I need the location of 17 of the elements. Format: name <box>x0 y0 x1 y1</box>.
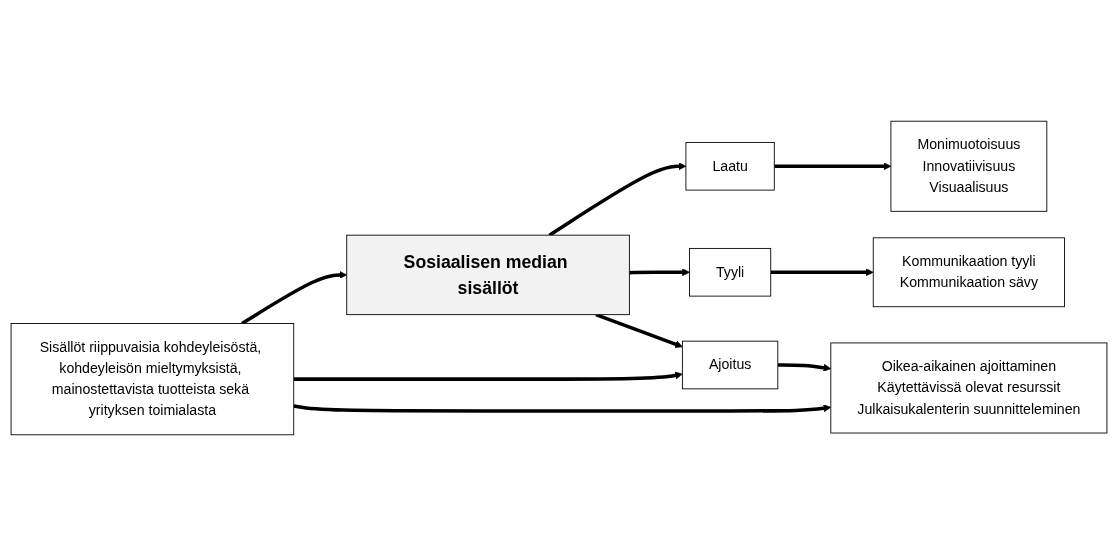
node-box: Sosiaalisen median sisällöt <box>346 234 630 316</box>
arrow <box>774 162 892 171</box>
node-box: Oikea-aikainen ajoittaminen Käytettävissä olevat resurssit Julkaisukalenterin suunnitteleminen <box>830 342 1108 434</box>
arrow <box>777 363 832 372</box>
node-box: Kommunikaation tyyli Kommunikaation sävy <box>872 237 1065 308</box>
node-box: Laatu <box>685 141 775 191</box>
arrow <box>548 162 687 237</box>
node-box: Sisällöt riippuvaisia kohdeyleisöstä, kohdeyleisön mieltymyksistä, mainostettavista tuotteista sekä yrityksen toimialasta <box>10 323 295 436</box>
node-box: Tyyli <box>689 247 772 297</box>
arrow <box>293 371 683 381</box>
arrow <box>241 271 348 325</box>
arrow <box>770 268 874 277</box>
arrow <box>629 268 690 277</box>
node-box: Ajoitus <box>681 340 779 390</box>
arrow <box>595 313 683 348</box>
arrow <box>293 404 832 413</box>
node-box: Monimuotoisuus Innovatiivisuus Visuaalisuus <box>890 120 1048 212</box>
